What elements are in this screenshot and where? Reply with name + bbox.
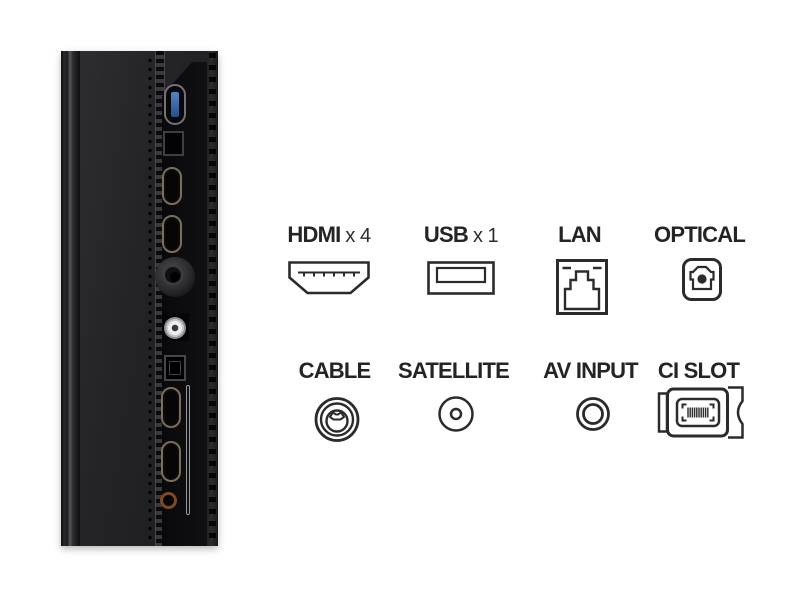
optical-port-icon xyxy=(617,258,787,301)
cable-label: CABLE xyxy=(252,359,422,384)
lan-label: LAN xyxy=(497,223,667,248)
ci-slot-label-name: CI SLOT xyxy=(657,358,740,383)
ci-slot-label: CI SLOT xyxy=(616,359,786,384)
panel-right-bezel xyxy=(207,51,218,546)
tv-side-panel-photo xyxy=(61,51,218,546)
hdmi-port-icon xyxy=(244,261,414,295)
legend-item-cable: CABLE xyxy=(252,359,422,444)
optical-port xyxy=(164,355,186,381)
hdmi-label-mult: x 4 xyxy=(345,225,371,247)
usb-label-mult: x 1 xyxy=(472,225,499,247)
av-minijack-port xyxy=(160,492,177,509)
hdmi-port-4 xyxy=(161,441,181,482)
lan-port xyxy=(163,131,184,156)
optical-label: OPTICAL xyxy=(617,223,787,248)
legend-item-optical: OPTICAL xyxy=(617,223,787,301)
panel-slot-line xyxy=(186,385,190,515)
cable-port-icon xyxy=(252,394,422,444)
optical-label-name: OPTICAL xyxy=(654,222,746,247)
optical-port-inner xyxy=(169,361,181,375)
ci-slot-icon xyxy=(616,386,786,439)
legend-item-satellite: SATELLITE xyxy=(371,359,541,433)
lan-port-icon xyxy=(497,259,667,315)
satellite-f-port xyxy=(164,317,186,339)
hdmi-port-3 xyxy=(161,387,181,428)
av-input-label-name: AV INPUT xyxy=(543,358,638,383)
usb-3-port xyxy=(164,84,186,125)
usb-blue-tab xyxy=(171,92,179,117)
satellite-port-icon xyxy=(371,395,541,433)
legend-item-lan: LAN xyxy=(497,223,667,315)
usb-label-name: USB xyxy=(423,222,469,247)
satellite-label: SATELLITE xyxy=(371,359,541,384)
panel-left-bezel xyxy=(61,51,80,546)
satellite-label-name: SATELLITE xyxy=(398,358,510,383)
usb-port-icon xyxy=(376,261,546,295)
hdmi-port-1 xyxy=(162,167,182,205)
vent-dashes-column xyxy=(209,53,216,544)
av-input-label: AV INPUT xyxy=(508,359,678,384)
av-input-port-icon xyxy=(508,396,678,432)
cable-label-name: CABLE xyxy=(298,358,372,383)
lan-label-name: LAN xyxy=(558,222,602,247)
hdmi-label-name: HDMI xyxy=(287,222,341,247)
legend-item-av-input: AV INPUT xyxy=(508,359,678,432)
vent-holes-column xyxy=(147,56,153,541)
hdmi-port-2 xyxy=(162,215,182,253)
cable-antenna-port xyxy=(155,257,195,297)
cable-port-hole xyxy=(170,272,180,282)
legend-item-ci-slot: CI SLOT xyxy=(616,359,786,439)
